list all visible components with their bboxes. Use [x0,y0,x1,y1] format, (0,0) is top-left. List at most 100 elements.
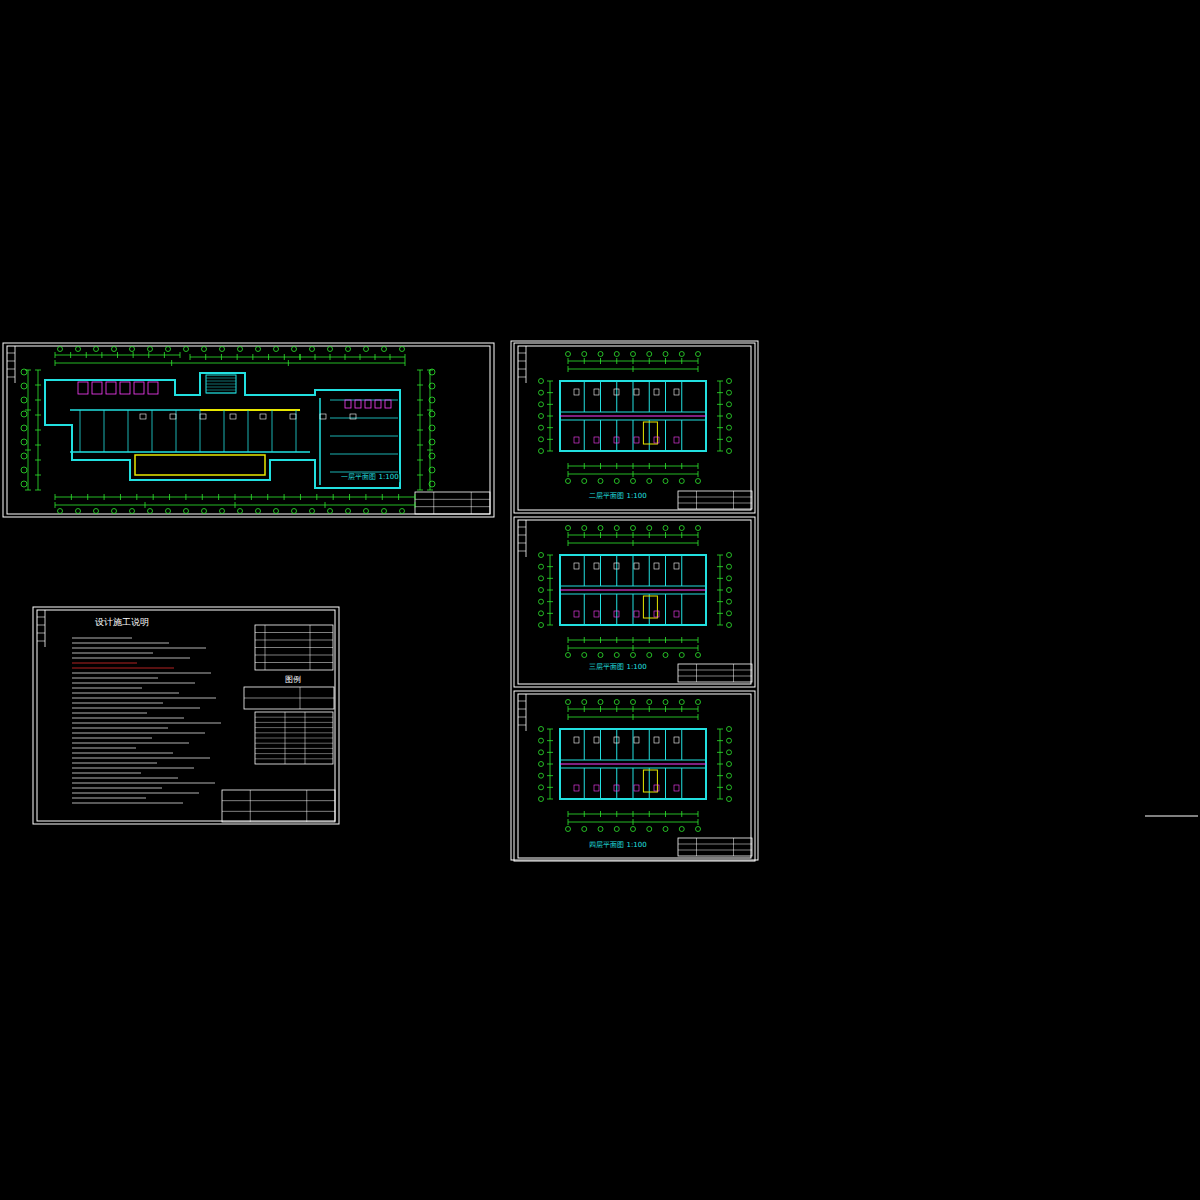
binding-strip [518,353,526,354]
dimension-tick [117,352,118,358]
note-text-line [72,693,179,694]
dimension-tick [717,799,723,800]
legend-table [255,738,333,739]
note-text-line [72,663,137,664]
legend-table [305,712,306,764]
partition-wall [330,472,398,473]
dimension-tick [649,463,650,469]
dimension-tick [568,706,569,712]
table [255,662,333,663]
dimension-tick [547,404,553,405]
dimension-tick [568,811,569,817]
partition-wall [649,555,650,586]
fan-coil-symbol [674,563,679,569]
dimension-tick [547,427,553,428]
dimension-tick [86,352,87,358]
axis-bubble [679,827,684,832]
fan-coil-symbol [594,437,599,443]
axis-bubble [184,347,189,352]
title-block [678,844,752,845]
dimension-tick [717,427,723,428]
equipment-symbol [345,400,351,408]
partition-wall [665,381,666,412]
axis-bubble [539,599,544,604]
partition-wall [584,594,585,625]
axis-bubble [727,738,732,743]
dimension-tick [417,430,423,431]
axis-bubble [21,453,27,459]
fan-coil-symbol [674,785,679,791]
dimension-tick [325,502,326,508]
title-block [678,503,752,504]
axis-bubble [166,347,171,352]
dimension-tick [70,352,71,358]
dimension-tick [584,463,585,469]
axis-bubble [539,727,544,732]
sheet-frame [518,520,751,684]
dimension-tick [25,490,31,491]
fan-coil-symbol [614,737,619,743]
dimension-tick [600,358,601,364]
axis-bubble [696,700,701,705]
dimension-tick [25,450,31,451]
drawing-title: 一层平面图 1:100 [340,474,399,482]
axis-bubble [292,509,297,514]
axis-bubble [539,797,544,802]
axis-bubble [382,509,387,514]
dimension-tick [300,494,301,500]
axis-bubble [598,653,603,658]
axis-bubble [274,347,279,352]
axis-bubble [429,411,435,417]
dimension-tick [417,385,423,386]
axis-bubble [614,526,619,531]
partition-wall [104,410,105,452]
axis-bubble [539,588,544,593]
dimension-tick [251,494,252,500]
dimension-tick [101,352,102,358]
axis-bubble [727,611,732,616]
axis-bubble [631,653,636,658]
dimension-tick [698,637,699,643]
partition-wall [616,729,617,760]
axis-bubble [598,352,603,357]
dimension-tick [568,540,569,546]
axis-bubble [220,509,225,514]
note-text-line [72,643,169,644]
dimension-tick [268,354,269,360]
dimension-tick [35,445,41,446]
axis-bubble [364,347,369,352]
partition-wall [584,729,585,760]
axis-bubble [21,425,27,431]
dimension-tick [698,645,699,651]
binding-strip [526,694,527,731]
fan-coil-symbol [594,737,599,743]
axis-bubble [727,437,732,442]
partition-wall [665,768,666,799]
binding-strip [518,709,526,710]
dimension-tick [330,354,331,360]
table [255,632,333,633]
dimension-tick [584,811,585,817]
dimension-tick [568,714,569,720]
dimension-tick [237,354,238,360]
axis-bubble [727,773,732,778]
dimension-tick [365,494,366,500]
axis-bubble [582,700,587,705]
dimension-tick [584,637,585,643]
dimension-tick [717,729,723,730]
partition-wall [584,420,585,451]
axis-bubble [566,700,571,705]
dimension-tick [600,811,601,817]
axis-bubble [727,727,732,732]
note-text-line [72,723,221,724]
drawing-title: 二层平面图 1:100 [588,493,647,501]
axis-bubble [582,479,587,484]
axis-bubble [598,479,603,484]
note-text-line [72,728,168,729]
partition-wall [681,381,682,412]
axis-bubble [727,576,732,581]
diffuser-symbol [170,414,176,419]
title-block [306,790,307,822]
title-block [678,497,752,498]
sheet-border [3,343,494,517]
